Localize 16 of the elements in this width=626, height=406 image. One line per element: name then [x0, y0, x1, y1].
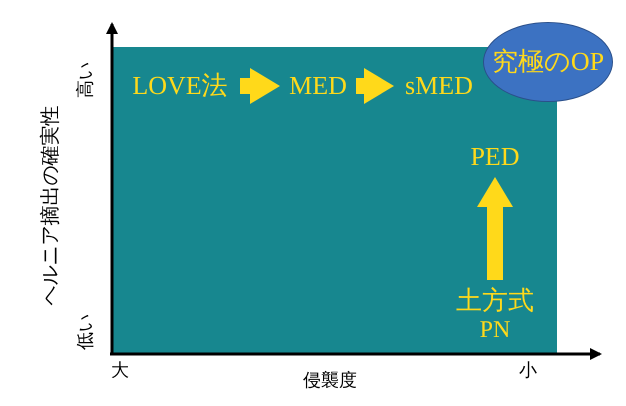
axis-label: 小	[519, 359, 537, 382]
method-abbreviation: PN	[480, 316, 510, 345]
method-label: PED	[460, 137, 530, 177]
axis-title: 侵襲度	[303, 369, 357, 392]
method-label: MED	[280, 66, 356, 106]
axis-title: ヘルニア摘出の確実性	[36, 105, 62, 305]
axis-label: 低い	[74, 314, 97, 350]
goal-label: 究極のOP	[492, 46, 604, 78]
axis-label: 大	[111, 359, 129, 382]
block-arrow	[477, 177, 513, 280]
block-arrow	[356, 68, 394, 104]
method-label: 土方式	[456, 285, 534, 316]
block-arrow	[240, 68, 280, 104]
axis-label: 高い	[74, 62, 97, 98]
method-label: sMED	[394, 66, 484, 106]
method-label: LOVE法	[120, 66, 240, 106]
